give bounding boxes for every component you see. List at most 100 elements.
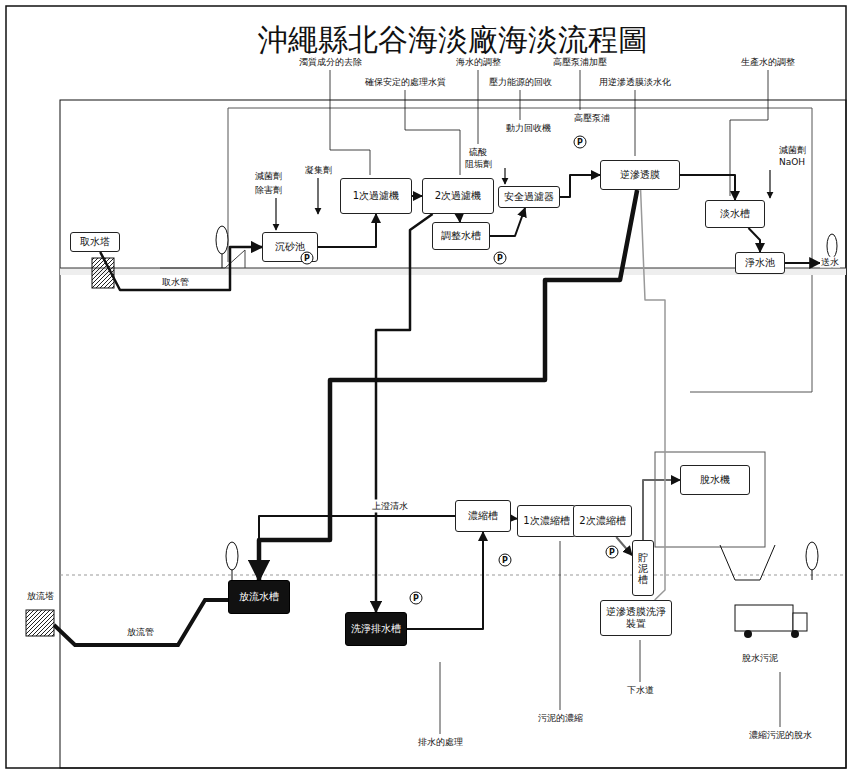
pipe-connector: [318, 214, 376, 247]
pipe-connector: [407, 532, 483, 629]
callout-label: 濃縮污泥的脫水: [748, 730, 813, 741]
seawall: [160, 250, 245, 268]
node-label: 脫水機: [700, 474, 730, 486]
node-label: 淡水槽: [720, 208, 750, 220]
callout-label: 放流塔: [26, 591, 55, 602]
pump-symbol: P: [301, 252, 314, 265]
adjust-tank: 調整水槽: [432, 222, 490, 250]
callout-label: 排水的處理: [417, 737, 464, 748]
tree: [216, 226, 837, 580]
diagram-title: 沖繩縣北谷海淡廠海淡流程圖: [60, 20, 846, 61]
cartridge-filter: 安全過濾器: [498, 186, 560, 208]
pipe-connector: [412, 195, 422, 197]
pump-symbol: P: [499, 554, 512, 567]
dewatering-machine: 脫水機: [680, 465, 750, 495]
node-label: 放流水槽: [239, 591, 279, 603]
pump-symbol: P: [606, 546, 619, 559]
pipe-connector: [641, 190, 665, 600]
callout-label: NaOH: [778, 157, 806, 168]
callout-label: 硫酸: [468, 147, 488, 158]
callout-label: 高壓泵浦: [573, 113, 611, 124]
outfall-pipe: [54, 600, 228, 645]
node-label: 1次濃縮槽: [523, 515, 569, 527]
callout-label: 動力回收機: [505, 123, 552, 134]
pipe-connector: [560, 175, 600, 197]
pipe-label: 取水管: [161, 276, 190, 289]
intake-tower: 取水塔: [70, 232, 120, 252]
node-label: 2次濃縮槽: [579, 515, 625, 527]
node-label: 安全過濾器: [504, 191, 554, 203]
outer-border: [6, 6, 846, 768]
pipe-connector: [100, 247, 262, 290]
callout-label: 減菌劑: [254, 171, 283, 182]
pipe-connector: [616, 537, 632, 555]
callout-label: 除害劑: [254, 185, 283, 196]
truck-body: [735, 605, 793, 631]
truck-wheel: [744, 630, 752, 638]
callout-label: 壓力能源的回收: [488, 77, 553, 88]
thickener: 濃縮槽: [455, 500, 511, 532]
node-label: 洗淨排水槽: [351, 623, 401, 635]
callout-label: 下水道: [626, 685, 655, 696]
sludge-hopper: [720, 545, 775, 580]
filter: 2次過濾機: [422, 178, 494, 214]
thickener: 1次濃縮槽: [517, 505, 576, 537]
callout-label: 高壓泵浦加壓: [552, 57, 608, 68]
callout-label: 送水: [820, 257, 840, 268]
wash-drain-tank: 洗淨排水槽: [345, 612, 407, 646]
node-label: 逆滲透膜: [620, 169, 660, 181]
pipe-connector: [680, 175, 735, 200]
node-label: 貯泥槽: [638, 552, 648, 585]
callout-label: 脫水污泥: [741, 653, 779, 664]
pipe-connector: [259, 516, 455, 580]
callout-label: 污泥的濃縮: [537, 713, 584, 724]
node-label: 調整水槽: [441, 230, 481, 242]
callout-label: 用逆滲透膜淡水化: [598, 77, 672, 88]
pump-symbol: P: [410, 592, 423, 605]
callout-label: 海水的調整: [455, 57, 502, 68]
truck-cab: [793, 613, 807, 631]
truck-wheel: [791, 630, 799, 638]
pipe-label: 上澄清水: [371, 500, 409, 513]
inner-frame: [60, 100, 846, 768]
outfall-tower-icon: [26, 610, 54, 636]
thickener: 2次濃縮槽: [573, 505, 632, 537]
callout-label: 生產水的調整: [740, 57, 796, 68]
dosing-arrow: [276, 168, 770, 230]
node-label: 沉砂池: [275, 241, 305, 253]
pipe-connector: [643, 480, 680, 540]
pump-symbol: P: [574, 136, 587, 149]
ro-cleaning-unit: 逆滲透膜洗淨裝置: [600, 600, 672, 636]
callout-label: 阻垢劑: [464, 159, 493, 170]
callout-label: 濁質成分的去除: [298, 57, 363, 68]
filter: 1次過濾機: [340, 178, 412, 214]
dewatering-building: [655, 452, 765, 547]
callout-label: 放流管: [126, 627, 155, 638]
node-label: 2次過濾機: [435, 190, 481, 202]
pipe-connector: [748, 228, 760, 252]
callout-label: 確保安定的處理水質: [364, 77, 447, 88]
lower-ground-line: [60, 575, 846, 576]
pipe-connector: [490, 208, 525, 236]
fresh-water-tank: 淡水槽: [705, 200, 765, 228]
clear-well: 淨水池: [735, 252, 785, 274]
ground-band: [60, 268, 846, 275]
pump-symbol: P: [494, 252, 507, 265]
ro-membrane: 逆滲透膜: [600, 160, 680, 190]
node-label: 1次過濾機: [353, 190, 399, 202]
callout-label: 凝集劑: [304, 165, 333, 176]
pipe-connector: [376, 214, 433, 612]
node-label: 淨水池: [745, 257, 775, 269]
supply-pipe: [785, 262, 820, 264]
sludge-tank: 貯泥槽: [632, 540, 654, 596]
callout-label: 減菌劑: [778, 145, 807, 156]
leader-line: [330, 70, 780, 734]
pipe-connector: [458, 214, 461, 222]
node-label: 取水塔: [80, 236, 110, 248]
node-label: 濃縮槽: [468, 510, 498, 522]
pipe-connector: [259, 190, 637, 580]
node-label: 逆滲透膜洗淨裝置: [605, 606, 667, 630]
